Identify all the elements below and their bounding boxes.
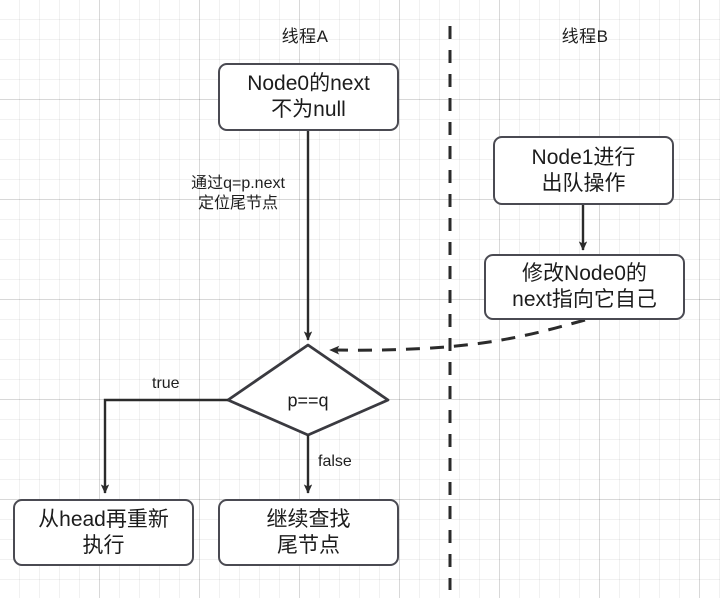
lane-title-thread-b: 线程B xyxy=(561,27,609,46)
node-node1-dequeue[interactable]: Node1进行 出队操作 xyxy=(493,136,674,205)
edge-label-false: false xyxy=(318,453,352,470)
edge-true-branch xyxy=(100,398,228,494)
node-restart-from-head[interactable]: 从head再重新 执行 xyxy=(13,499,194,566)
node-continue-find-tail[interactable]: 继续查找 尾节点 xyxy=(218,499,399,566)
lane-title-thread-a: 线程A xyxy=(281,27,329,46)
edge-cross-lane-dashed xyxy=(329,318,586,355)
node-modify-node0-next[interactable]: 修改Node0的 next指向它自己 xyxy=(484,254,685,320)
decision-label: p==q xyxy=(287,390,329,411)
edge-label-true: true xyxy=(152,375,180,392)
node-node0-next-not-null[interactable]: Node0的next 不为null xyxy=(218,63,399,131)
edge-label-locate-tail: 通过q=p.next 定位尾节点 xyxy=(191,175,285,212)
